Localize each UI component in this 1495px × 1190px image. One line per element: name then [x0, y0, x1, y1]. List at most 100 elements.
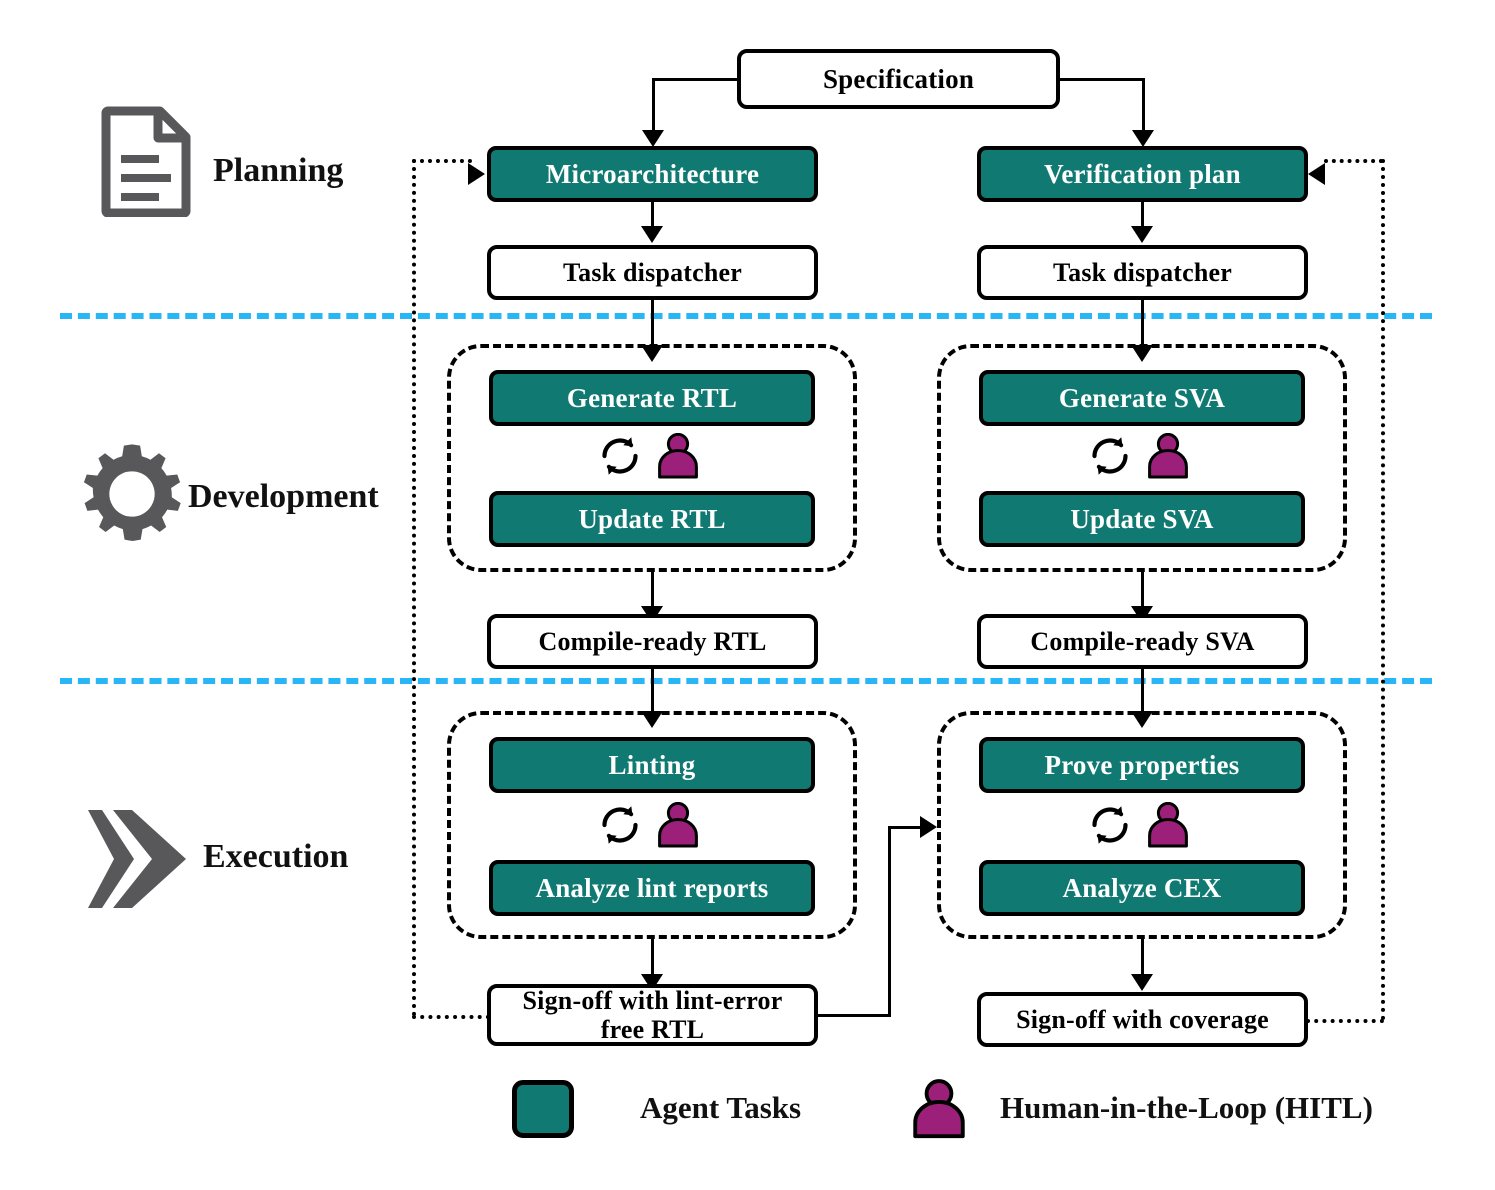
node-task-dispatcher-right-label: Task dispatcher [1052, 257, 1233, 287]
feedback-right-arrowhead [1308, 163, 1325, 185]
edge-microarch-to-dispatcher [651, 202, 654, 230]
edge-dispatcher-left-to-dev [651, 300, 654, 352]
hitl-cluster-execution-left [598, 802, 702, 848]
edge-signoff-to-proveprops-arrowhead [920, 816, 937, 838]
edge-devleft-to-artifact [651, 572, 654, 614]
edge-vplan-to-dispatcher-arrowhead [1131, 226, 1153, 243]
node-verification-plan[interactable]: Verification plan [977, 146, 1308, 202]
node-verification-plan-label: Verification plan [1044, 158, 1241, 189]
node-prove-properties[interactable]: Prove properties [979, 737, 1305, 793]
node-compile-ready-sva[interactable]: Compile-ready SVA [977, 614, 1308, 669]
node-compile-ready-sva-label: Compile-ready SVA [1030, 626, 1255, 656]
node-specification[interactable]: Specification [737, 49, 1060, 109]
group-development-left [447, 344, 857, 572]
edge-signoff-to-proveprops-vertical [888, 826, 891, 1016]
legend-hitl-label-text: Human-in-the-Loop (HITL) [1000, 1090, 1373, 1125]
group-development-right [937, 344, 1347, 572]
group-execution-left [447, 711, 857, 939]
spec-branch-right-vertical [1142, 78, 1145, 136]
node-task-dispatcher-left-label: Task dispatcher [562, 257, 743, 287]
hitl-cluster-development-left [598, 433, 702, 479]
feedback-left-vertical [412, 159, 416, 1017]
node-update-rtl-label: Update RTL [578, 503, 726, 534]
phase-label-execution-text: Execution [203, 838, 349, 875]
edge-dispatcher-left-to-dev-arrowhead [641, 345, 663, 362]
edge-signoff-to-proveprops-horizontal-lower [818, 1014, 891, 1017]
node-generate-sva[interactable]: Generate SVA [979, 370, 1305, 426]
spec-branch-left-vertical [652, 78, 655, 136]
edge-devright-to-artifact [1141, 572, 1144, 614]
edge-dispatcher-right-to-dev-arrowhead [1131, 345, 1153, 362]
legend-hitl-person-icon [913, 1079, 965, 1139]
legend-hitl-label: Human-in-the-Loop (HITL) [1000, 1090, 1373, 1126]
person-icon [1148, 802, 1188, 848]
edge-execright-to-signoff-arrowhead [1131, 974, 1153, 991]
person-icon [658, 802, 698, 848]
node-signoff-coverage[interactable]: Sign-off with coverage [977, 992, 1308, 1047]
refresh-loop-icon [1092, 806, 1128, 844]
spec-branch-left-horizontal [652, 78, 740, 81]
node-update-sva[interactable]: Update SVA [979, 491, 1305, 547]
edge-artifact-left-to-exec [651, 669, 654, 719]
node-generate-sva-label: Generate SVA [1058, 382, 1226, 413]
legend-agent-label-text: Agent Tasks [640, 1090, 802, 1125]
node-compile-ready-rtl[interactable]: Compile-ready RTL [487, 614, 818, 669]
refresh-loop-icon [1092, 437, 1128, 475]
node-prove-properties-label: Prove properties [1044, 749, 1240, 780]
phase-label-development-text: Development [188, 478, 379, 515]
refresh-loop-icon [602, 806, 638, 844]
refresh-loop-icon [602, 437, 638, 475]
node-signoff-lint-free-rtl[interactable]: Sign-off with lint-error free RTL [487, 984, 818, 1046]
node-analyze-lint-reports-label: Analyze lint reports [535, 872, 769, 903]
feedback-left-arrowhead [468, 163, 485, 185]
group-execution-right [937, 711, 1347, 939]
edge-artifact-right-to-exec-arrowhead [1131, 711, 1153, 728]
phase-label-planning-text: Planning [213, 152, 344, 189]
edge-vplan-to-dispatcher [1141, 202, 1144, 230]
spec-branch-left-arrowhead [642, 130, 664, 147]
node-signoff-coverage-label: Sign-off with coverage [1016, 1004, 1269, 1034]
edge-signoff-to-proveprops-horizontal-upper [888, 826, 924, 829]
edge-execright-to-signoff [1141, 939, 1144, 984]
node-linting[interactable]: Linting [489, 737, 815, 793]
spec-branch-right-horizontal [1057, 78, 1145, 81]
separator-development-execution [60, 678, 1432, 684]
node-linting-label: Linting [608, 749, 696, 780]
spec-branch-right-arrowhead [1132, 130, 1154, 147]
feedback-left-bottom-horizontal [412, 1015, 490, 1019]
node-microarchitecture[interactable]: Microarchitecture [487, 146, 818, 202]
edge-artifact-right-to-exec [1141, 669, 1144, 719]
edge-execleft-to-signoff [651, 939, 654, 984]
phase-label-planning: Planning [213, 152, 343, 190]
node-analyze-lint-reports[interactable]: Analyze lint reports [489, 860, 815, 916]
node-compile-ready-rtl-label: Compile-ready RTL [538, 626, 767, 656]
edge-artifact-left-to-exec-arrowhead [641, 711, 663, 728]
node-update-sva-label: Update SVA [1070, 503, 1214, 534]
node-generate-rtl[interactable]: Generate RTL [489, 370, 815, 426]
node-signoff-lint-free-rtl-label: Sign-off with lint-error free RTL [522, 985, 783, 1044]
node-microarchitecture-label: Microarchitecture [545, 158, 760, 189]
hitl-cluster-execution-right [1088, 802, 1192, 848]
node-task-dispatcher-right[interactable]: Task dispatcher [977, 245, 1308, 300]
legend-agent-label: Agent Tasks [640, 1090, 801, 1126]
separator-planning-development [60, 313, 1432, 319]
node-analyze-cex[interactable]: Analyze CEX [979, 860, 1305, 916]
feedback-left-top-horizontal [412, 159, 472, 163]
edge-dispatcher-right-to-dev [1141, 300, 1144, 352]
phase-label-development: Development [188, 478, 379, 516]
node-update-rtl[interactable]: Update RTL [489, 491, 815, 547]
double-chevron-icon [88, 810, 186, 908]
edge-microarch-to-dispatcher-arrowhead [641, 226, 663, 243]
feedback-right-vertical [1381, 159, 1385, 1021]
person-icon [1148, 433, 1188, 479]
phase-label-execution: Execution [203, 838, 348, 876]
node-task-dispatcher-left[interactable]: Task dispatcher [487, 245, 818, 300]
document-icon [101, 106, 191, 217]
hitl-cluster-development-right [1088, 433, 1192, 479]
feedback-right-bottom-horizontal [1306, 1019, 1384, 1023]
gear-icon [83, 444, 181, 541]
node-generate-rtl-label: Generate RTL [566, 382, 738, 413]
person-icon [658, 433, 698, 479]
node-analyze-cex-label: Analyze CEX [1062, 872, 1222, 903]
